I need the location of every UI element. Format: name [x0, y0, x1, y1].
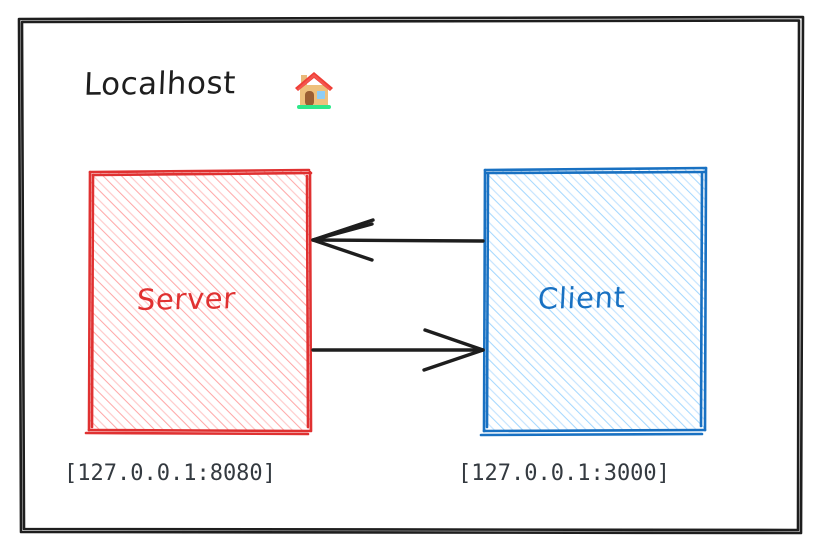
- arrow-client-to-server[interactable]: [311, 218, 485, 262]
- client-address-label: [127.0.0.1:3000]: [458, 461, 670, 486]
- server-node-outline: [84, 168, 313, 436]
- client-node-fill: [484, 168, 706, 431]
- server-node-fill: [89, 170, 311, 431]
- client-node-label: Client: [537, 280, 627, 316]
- arrow-server-to-client[interactable]: [311, 328, 485, 372]
- client-node-outline: [479, 166, 708, 437]
- client-node[interactable]: [479, 166, 708, 437]
- server-node[interactable]: [84, 168, 313, 436]
- outer-frame: [17, 15, 805, 535]
- page-title: Localhost: [83, 65, 237, 103]
- house-emoji: [295, 72, 333, 109]
- server-node-label: Server: [136, 281, 237, 317]
- server-address-label: [127.0.0.1:8080]: [64, 461, 276, 486]
